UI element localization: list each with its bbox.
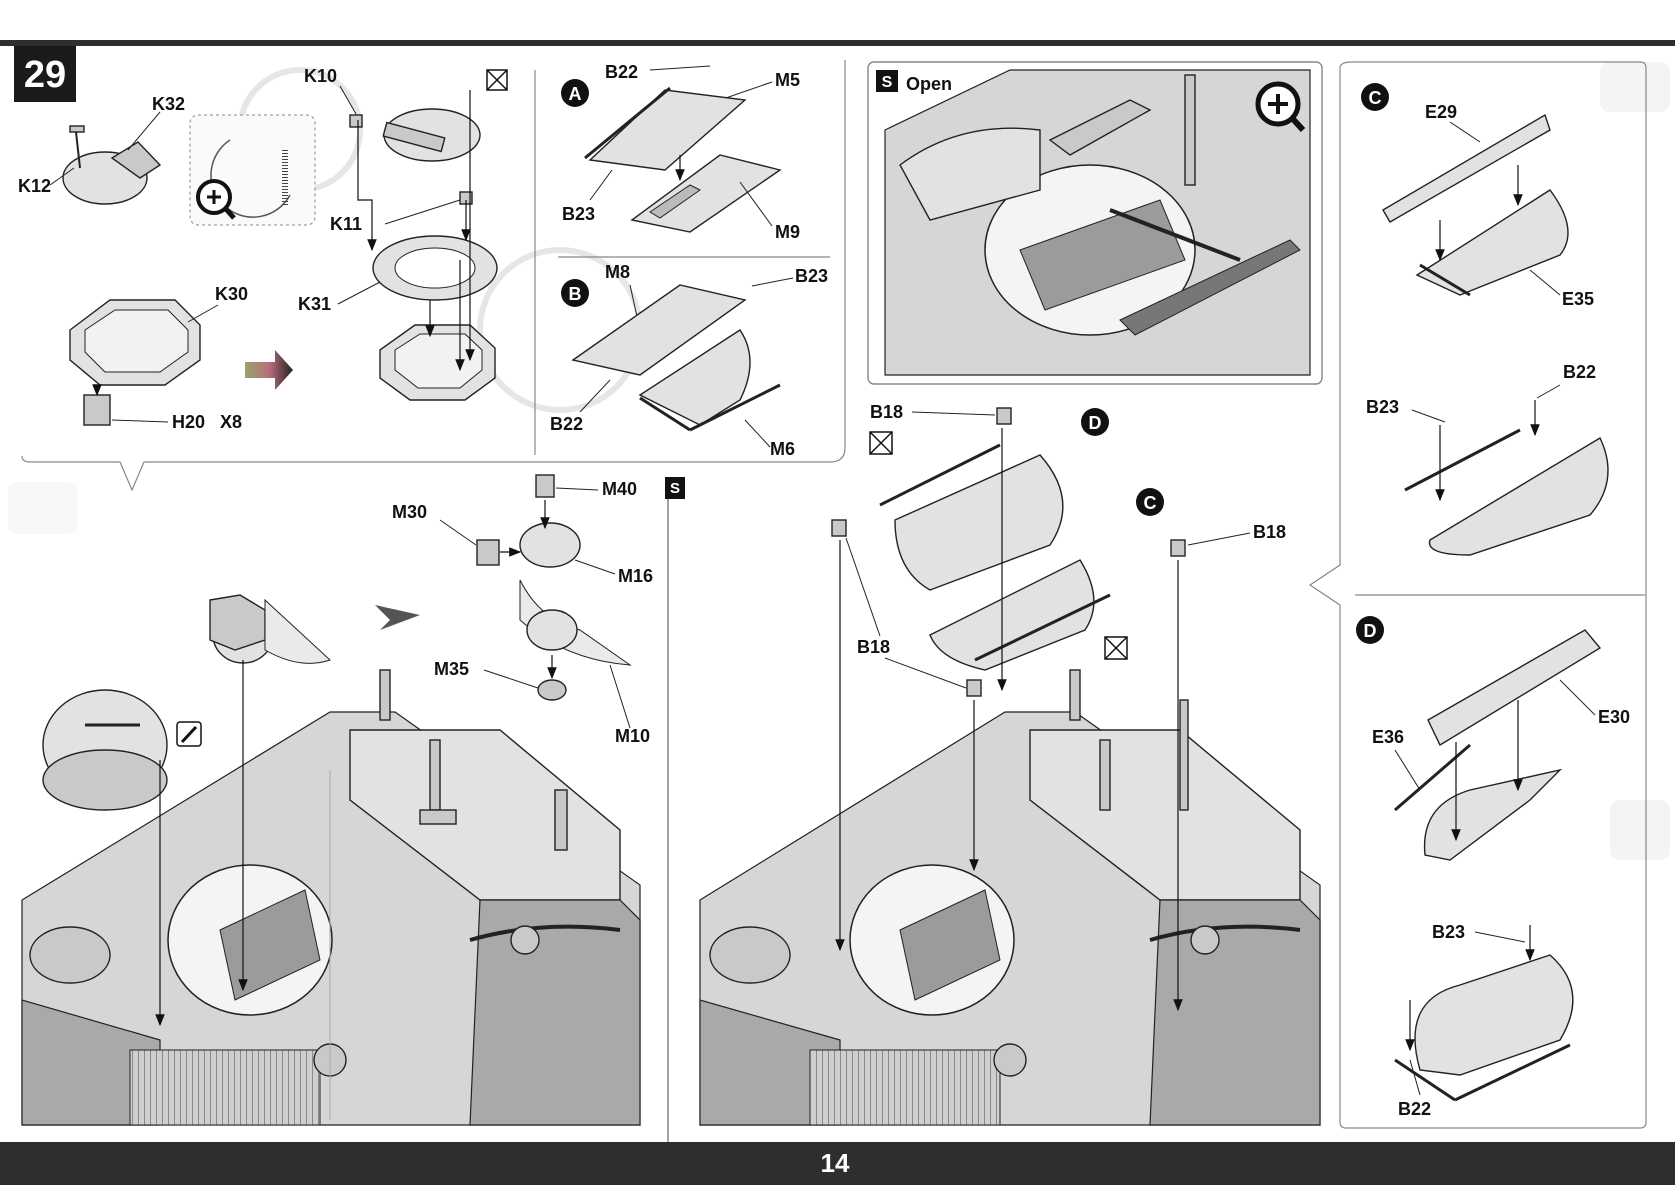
part-m6 (638, 329, 751, 426)
label-b18-left: B18 (857, 637, 890, 657)
label-b-b22: B22 (550, 414, 583, 434)
part-m16 (519, 522, 581, 568)
label-d-e36: E36 (1372, 727, 1404, 747)
movable-part-icon (876, 70, 898, 92)
part-e36 (1423, 768, 1563, 861)
top-left-frame (21, 60, 846, 492)
substep-a: A B22 M5 B23 M9 (561, 62, 800, 242)
svg-text:A: A (569, 84, 582, 104)
label-k12: K12 (18, 176, 51, 196)
footer-band (0, 1142, 1675, 1185)
label-k11: K11 (330, 214, 362, 234)
label-h20: H20 (172, 412, 205, 432)
step-badge (14, 46, 76, 102)
svg-text:S: S (670, 480, 680, 497)
process-arrow (245, 350, 293, 390)
label-x8: X8 (220, 412, 242, 432)
part-m35 (537, 679, 567, 701)
svg-text:B: B (569, 284, 582, 304)
label-m30: M30 (392, 502, 427, 522)
label-d-b22: B22 (1398, 1099, 1431, 1119)
label-b-m8: M8 (605, 262, 630, 282)
label-k32: K32 (152, 94, 185, 114)
page-number: 14 (821, 1148, 850, 1178)
part-b18-right (1170, 539, 1186, 557)
no-glue-icon (486, 69, 508, 91)
part-b18-top (996, 407, 1012, 425)
part-e30 (1427, 629, 1602, 746)
zoom-in-icon (196, 179, 236, 220)
label-c-b22: B22 (1563, 362, 1596, 382)
part-m40 (535, 474, 555, 498)
label-b18-right: B18 (1253, 522, 1286, 542)
open-detail-panel: S Open (867, 61, 1323, 385)
part-h20 (83, 394, 111, 426)
svg-text:C: C (1369, 88, 1382, 108)
label-c-e35: E35 (1562, 289, 1594, 309)
zoom-in-icon (1255, 81, 1306, 133)
label-b-m6: M6 (770, 439, 795, 459)
no-glue-icon (1104, 636, 1128, 660)
label-m16: M16 (618, 566, 653, 586)
right-hull-assembly: D C B18 B18 B18 (699, 402, 1321, 1126)
label-m10: M10 (615, 726, 650, 746)
part-m8 (571, 284, 747, 376)
hatch-d-assembled (1414, 954, 1574, 1076)
label-k10: K10 (304, 66, 337, 86)
label-d-e30: E30 (1598, 707, 1630, 727)
label-d-b23: B23 (1432, 922, 1465, 942)
label-k30: K30 (215, 284, 248, 304)
ghost-print-through (8, 62, 1670, 860)
direction-arrow (375, 605, 420, 630)
svg-text:D: D (1089, 413, 1102, 433)
left-hull-assembly: S M40 M30 M16 (21, 474, 685, 1142)
label-c-e29: E29 (1425, 102, 1457, 122)
label-k31: K31 (298, 294, 331, 314)
top-band (0, 40, 1675, 46)
substep-b: B M8 B23 B22 M6 (550, 262, 828, 459)
label-open: Open (906, 74, 952, 94)
part-e35 (1415, 189, 1569, 296)
right-column-panel: C E29 E35 B23 B22 D E30 E36 B23 (1308, 61, 1647, 1129)
part-m30 (476, 539, 500, 566)
movable-part-icon: S (665, 477, 685, 499)
step-number: 29 (24, 54, 66, 96)
cut-icon (176, 721, 202, 747)
svg-text:D: D (1364, 621, 1377, 641)
label-a-m9: M9 (775, 222, 800, 242)
part-m9 (630, 154, 782, 233)
label-m35: M35 (434, 659, 469, 679)
hatch-c-assembled (1428, 437, 1609, 556)
label-a-m5: M5 (775, 70, 800, 90)
hatch-subassembly: K12 K32 K30 H20 X8 K10 K11 (18, 66, 508, 432)
label-m40: M40 (602, 479, 637, 499)
label-c-b23: B23 (1366, 397, 1399, 417)
hatch-half-d (894, 454, 1064, 591)
label-a-b22: B22 (605, 62, 638, 82)
part-e29 (1382, 113, 1551, 223)
label-b-b23: B23 (795, 266, 828, 286)
svg-text:C: C (1144, 493, 1157, 513)
hatch-half-c (929, 559, 1095, 671)
no-glue-icon (869, 431, 893, 455)
label-b18-top: B18 (870, 402, 903, 422)
svg-text:S: S (882, 74, 893, 91)
label-a-b23: B23 (562, 204, 595, 224)
